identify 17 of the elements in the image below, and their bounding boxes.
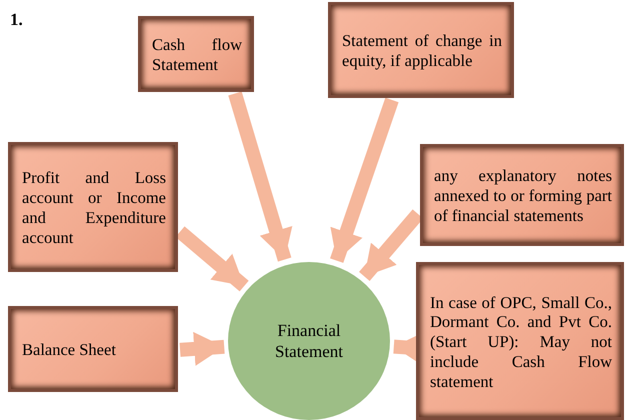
node-text: Financial Statement [274,320,344,362]
arrow [228,92,292,262]
text-box [138,16,254,92]
text-box [328,2,514,98]
arrow [330,98,399,263]
node-text: Cash flow Statement [152,35,242,75]
number-label: 1. [10,10,23,30]
node-text: Profit and Loss account or Income and Expenditure account [22,168,166,248]
text-box [416,262,624,420]
node-text: Balance Sheet [22,340,117,360]
node-text: any explanatory notes annexed to or forming part of financial statements [434,166,612,226]
arrow [180,332,225,366]
text-box [420,144,624,246]
text-box [8,306,178,392]
node-text: Statement of change in equity, if applicable [342,31,502,71]
node-text: In case of OPC, Small Co., Dormant Co. and Pvt Co. (Start UP): May not include Cash Flow statement [430,292,612,392]
text-box [8,142,178,272]
